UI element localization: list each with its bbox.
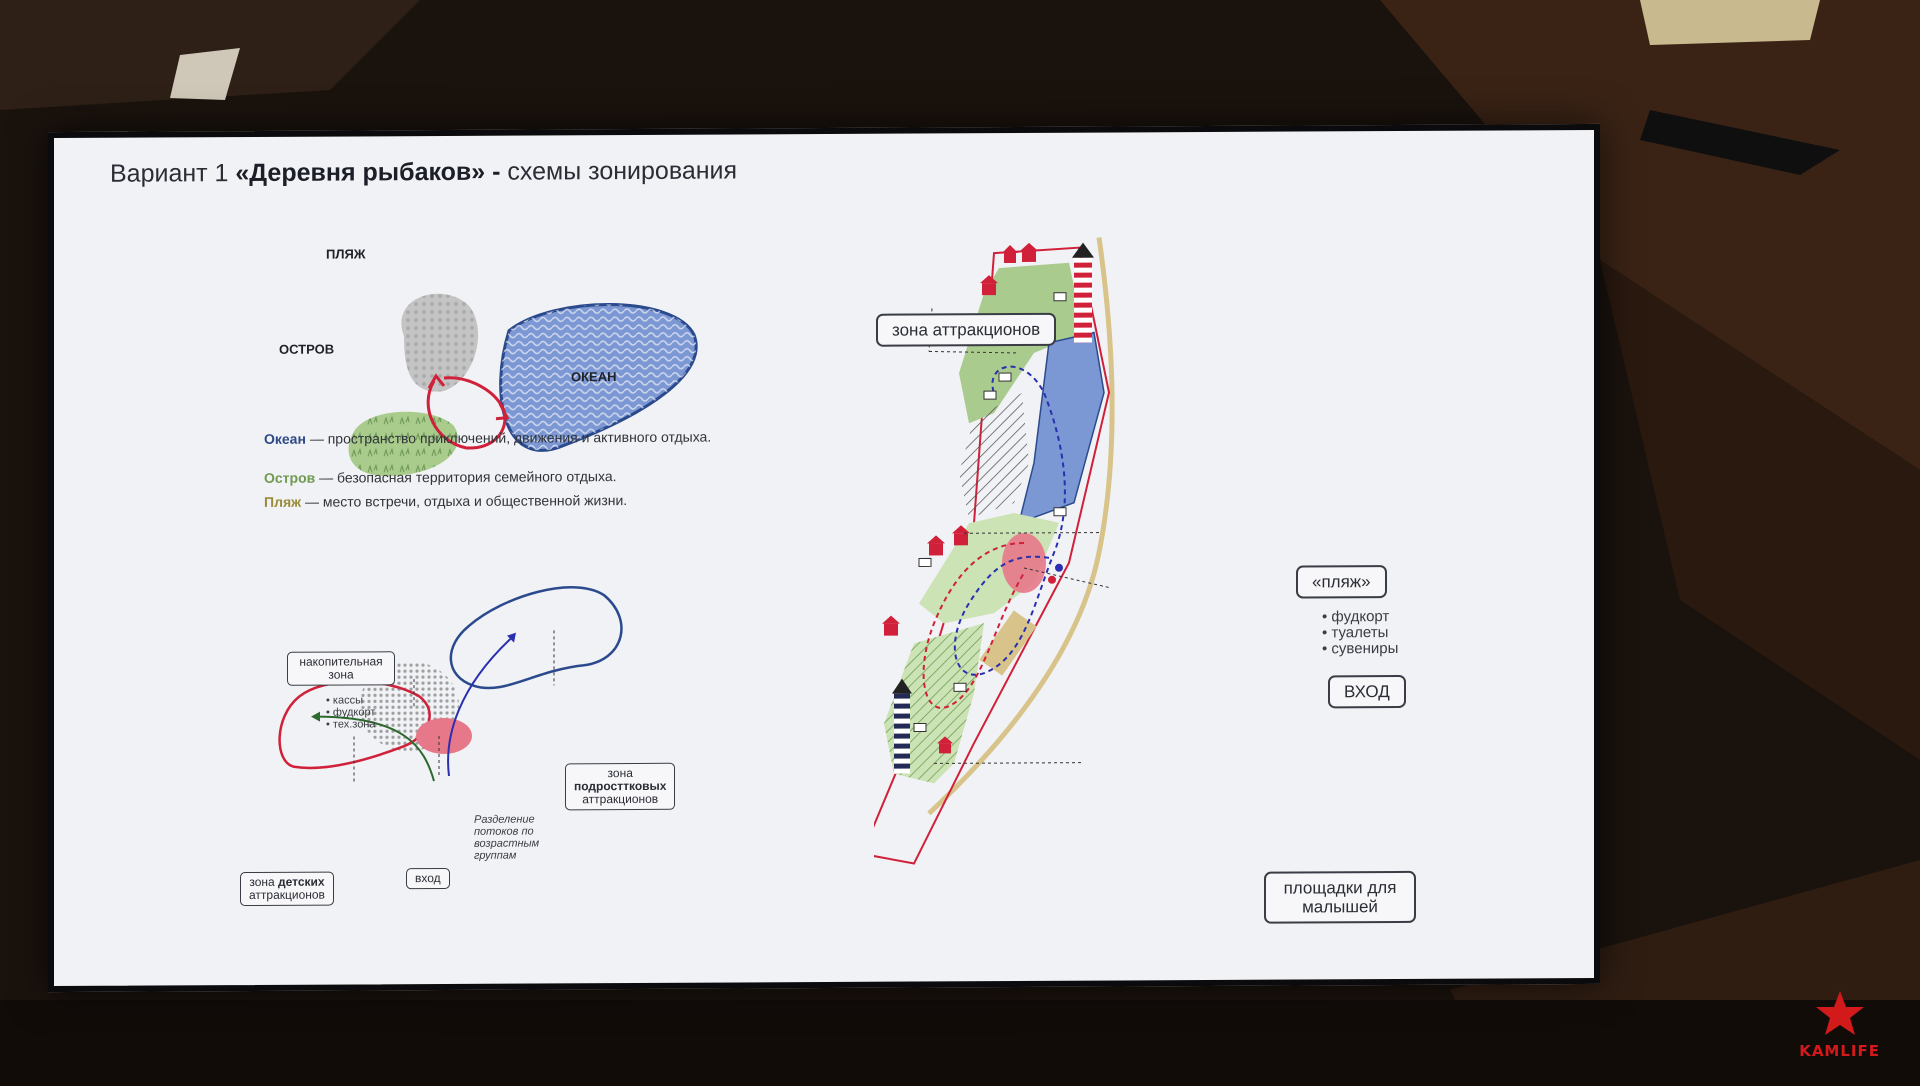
star-icon (1815, 991, 1864, 1035)
legend-island: Остров — безопасная территория семейного… (264, 468, 617, 486)
legend-beach: Пляж — место встречи, отдыха и обществен… (264, 492, 628, 510)
sand-path (927, 237, 1115, 816)
entrance-blob (416, 717, 472, 754)
lighthouse-red (1074, 257, 1092, 343)
blue-route (953, 365, 1066, 676)
storage-zone-box: накопительная зона (287, 651, 395, 686)
beach-box: «пляж» (1296, 565, 1387, 599)
red-route (922, 541, 1025, 709)
concept-diagram (348, 293, 698, 477)
kids-playgrounds-box: площадки для малышей (1264, 870, 1416, 924)
lighthouse-dark (894, 693, 910, 774)
watermark-text: KAMLIFE (1799, 1042, 1880, 1060)
slide-title: Вариант 1 «Деревня рыбаков» - схемы зони… (110, 156, 737, 188)
beach-label: ПЛЯЖ (326, 246, 366, 262)
kamlife-logo: KAMLIFE (1799, 989, 1880, 1060)
title-suffix: схемы зонирования (500, 156, 738, 186)
legend-ocean: Океан — пространство приключений, движен… (264, 428, 712, 447)
title-bold: «Деревня рыбаков» - (235, 157, 501, 188)
attractions-zone-box: зона аттракционов (876, 312, 1057, 347)
kids-zone-box: зона детских аттракционов (240, 871, 334, 907)
entrance-map-box: ВХОД (1328, 674, 1406, 709)
entrance-zone (1002, 532, 1046, 593)
entrance-box: вход (406, 867, 450, 890)
parking-area (979, 610, 1037, 676)
ocean-label: ОКЕАН (571, 369, 617, 385)
teen-flow-arrow (447, 634, 515, 777)
teen-zone-outline (449, 586, 623, 690)
storage-items: • кассы • фудкорт • тех.зона (326, 694, 376, 731)
cycle-arrow (426, 376, 507, 450)
teen-zone-box: зона подросттковых аттракционов (565, 762, 676, 811)
island-label: ОСТРОВ (279, 341, 335, 357)
flow-note: Разделение потоков по возрастным группам (474, 813, 540, 862)
houses (882, 242, 1038, 754)
hatched-area (959, 392, 1029, 519)
title-prefix: Вариант 1 (110, 159, 236, 188)
presentation-screen: Вариант 1 «Деревня рыбаков» - схемы зони… (48, 123, 1600, 993)
beach-items: • фудкорт • туалеты • сувениры (1322, 608, 1399, 658)
kids-flow-arrow (313, 715, 435, 782)
ocean-area (1017, 331, 1105, 525)
